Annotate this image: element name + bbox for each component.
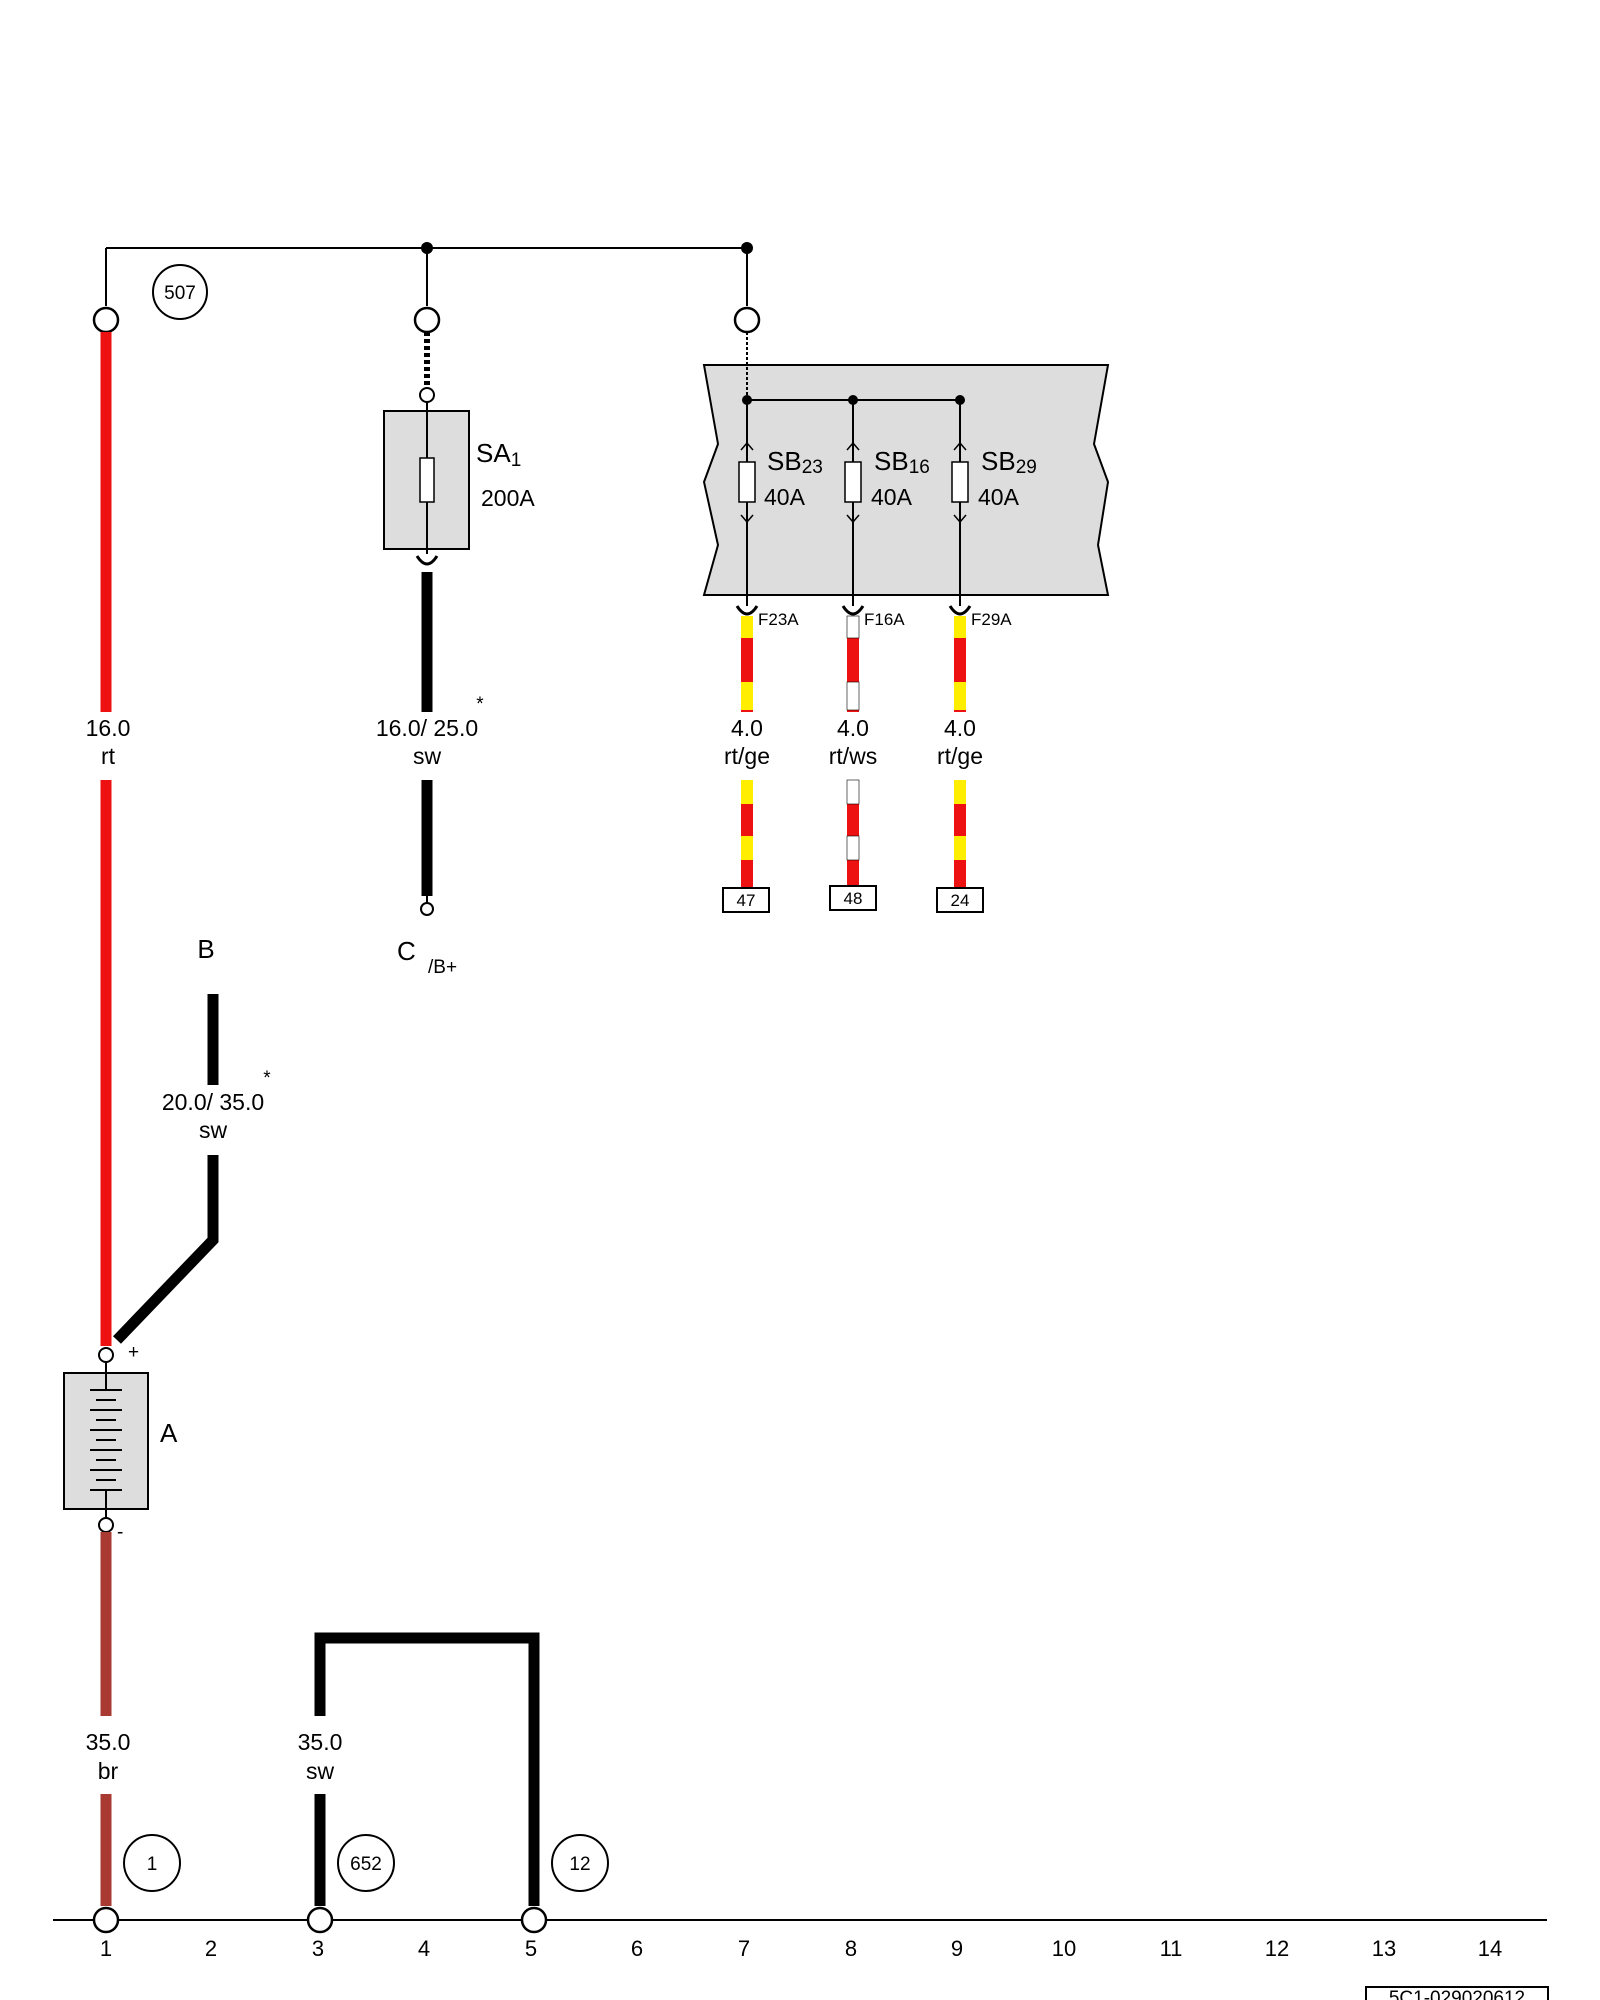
terminal-circle[interactable] bbox=[306, 1906, 334, 1934]
terminal-circle[interactable] bbox=[520, 1906, 548, 1934]
wire-4-rt-ws[interactable] bbox=[846, 615, 860, 888]
track-number: 13 bbox=[1372, 1936, 1396, 1961]
connector-socket bbox=[948, 605, 972, 616]
terminal-circle[interactable] bbox=[92, 306, 120, 334]
svg-text:12: 12 bbox=[569, 1854, 590, 1875]
battery-plus-terminal[interactable] bbox=[98, 1347, 114, 1363]
svg-text:24: 24 bbox=[951, 891, 970, 910]
wire-size-label: 20.0/ 35.0 bbox=[162, 1089, 264, 1115]
wire-20-35-sw[interactable] bbox=[113, 994, 219, 1344]
document-id-box: 5C1-029020612 bbox=[1365, 1986, 1549, 2000]
wire-size-label: 4.0 bbox=[944, 715, 976, 741]
wire-4-rt-ge-1[interactable] bbox=[741, 616, 753, 888]
fuse-sb23-rating: 40A bbox=[764, 484, 806, 510]
ground-point-12[interactable]: 12 bbox=[551, 1834, 609, 1892]
track-number: 2 bbox=[205, 1936, 217, 1961]
svg-text:47: 47 bbox=[737, 891, 756, 910]
terminal-circle[interactable] bbox=[413, 306, 441, 334]
fuse-sb16-rating: 40A bbox=[871, 484, 913, 510]
terminal-circle[interactable] bbox=[420, 902, 434, 916]
target-24[interactable]: 24 bbox=[936, 887, 984, 913]
track-number: 7 bbox=[738, 1936, 750, 1961]
wire-size-label: 16.0/ 25.0 bbox=[376, 715, 478, 741]
wire-size-label: 16.0 bbox=[86, 715, 131, 741]
svg-text:1: 1 bbox=[147, 1854, 158, 1875]
track-number: 4 bbox=[418, 1936, 430, 1961]
contact-f29a-label: F29A bbox=[971, 610, 1012, 629]
wire-color-label: sw bbox=[306, 1758, 335, 1784]
wire-color-label: rt/ws bbox=[829, 743, 878, 769]
wire-size-label: 35.0 bbox=[298, 1729, 343, 1755]
track-number: 10 bbox=[1052, 1936, 1076, 1961]
target-48[interactable]: 48 bbox=[829, 885, 877, 911]
battery-minus-terminal[interactable] bbox=[98, 1517, 114, 1533]
fuse-sa1-rating: 200A bbox=[481, 485, 535, 511]
connector-b-label: B bbox=[197, 934, 214, 964]
ground-point-652[interactable]: 652 bbox=[337, 1834, 395, 1892]
fuse-box-sb bbox=[702, 332, 1110, 596]
fuse-sb23[interactable] bbox=[738, 400, 756, 606]
connector-socket bbox=[841, 605, 865, 616]
terminal-circle[interactable] bbox=[92, 1906, 120, 1934]
battery[interactable] bbox=[63, 1362, 149, 1518]
svg-text:48: 48 bbox=[844, 889, 863, 908]
ground-point-1[interactable]: 1 bbox=[123, 1834, 181, 1892]
contact-f16a-label: F16A bbox=[864, 610, 905, 629]
battery-plus-label: + bbox=[128, 1342, 139, 1363]
ground-point-507[interactable]: 507 bbox=[152, 264, 208, 320]
battery-minus-label: - bbox=[117, 1522, 123, 1543]
connector-c-label: C bbox=[397, 936, 416, 966]
fuse-sb29-label: SB29 bbox=[981, 446, 1037, 478]
connector-socket bbox=[415, 555, 439, 566]
fuse-element bbox=[419, 457, 435, 503]
connector-socket bbox=[735, 605, 759, 616]
track-number: 5 bbox=[525, 1936, 537, 1961]
track-number: 6 bbox=[631, 1936, 643, 1961]
document-id: 5C1-029020612 bbox=[1389, 1988, 1525, 2000]
top-bus bbox=[105, 242, 753, 306]
wire-color-label: rt/ge bbox=[937, 743, 983, 769]
track-number-axis: 1 2 3 4 5 6 7 8 9 10 11 12 13 14 bbox=[100, 1936, 1502, 1961]
fuse-element bbox=[951, 461, 969, 503]
wire-note-asterisk: * bbox=[476, 694, 484, 715]
fuse-sa1[interactable] bbox=[383, 402, 470, 566]
wire-color-label: sw bbox=[413, 743, 442, 769]
svg-text:652: 652 bbox=[350, 1854, 382, 1875]
wire-35-sw[interactable] bbox=[314, 1632, 540, 1906]
fuse-element bbox=[738, 461, 756, 503]
fuse-sb29-rating: 40A bbox=[978, 484, 1020, 510]
wire-color-label: rt/ge bbox=[724, 743, 770, 769]
wire-color-label: sw bbox=[199, 1117, 228, 1143]
track-number: 11 bbox=[1160, 1936, 1183, 1961]
fuse-sb16[interactable] bbox=[844, 400, 862, 606]
junction-dot bbox=[421, 242, 433, 254]
ground-point-label: 507 bbox=[164, 283, 196, 304]
wire-size-label: 4.0 bbox=[837, 715, 869, 741]
wire-color-label: rt bbox=[101, 743, 116, 769]
track-number: 14 bbox=[1478, 1936, 1502, 1961]
junction-dot bbox=[741, 242, 753, 254]
track-number: 3 bbox=[312, 1936, 324, 1961]
battery-label: A bbox=[160, 1418, 178, 1448]
connector-c-sub-label: /B+ bbox=[428, 957, 457, 978]
fuse-element bbox=[844, 461, 862, 503]
wire-color-label: br bbox=[98, 1758, 119, 1784]
track-number: 9 bbox=[951, 1936, 963, 1961]
terminal-circle[interactable] bbox=[419, 387, 435, 403]
wire-size-label: 4.0 bbox=[731, 715, 763, 741]
wire-size-label: 35.0 bbox=[86, 1729, 131, 1755]
track-number: 12 bbox=[1265, 1936, 1289, 1961]
fuse-sb16-label: SB16 bbox=[874, 446, 930, 478]
track-number: 1 bbox=[100, 1936, 112, 1961]
fuse-sa1-label: SA1 bbox=[476, 438, 521, 471]
wire-note-asterisk: * bbox=[263, 1068, 271, 1089]
wire-4-rt-ge-2[interactable] bbox=[954, 616, 966, 888]
terminal-circle[interactable] bbox=[733, 306, 761, 334]
target-47[interactable]: 47 bbox=[722, 887, 770, 913]
track-number: 8 bbox=[845, 1936, 857, 1961]
contact-f23a-label: F23A bbox=[758, 610, 799, 629]
fuse-sb23-label: SB23 bbox=[767, 446, 823, 478]
fuse-sb29[interactable] bbox=[951, 400, 969, 606]
